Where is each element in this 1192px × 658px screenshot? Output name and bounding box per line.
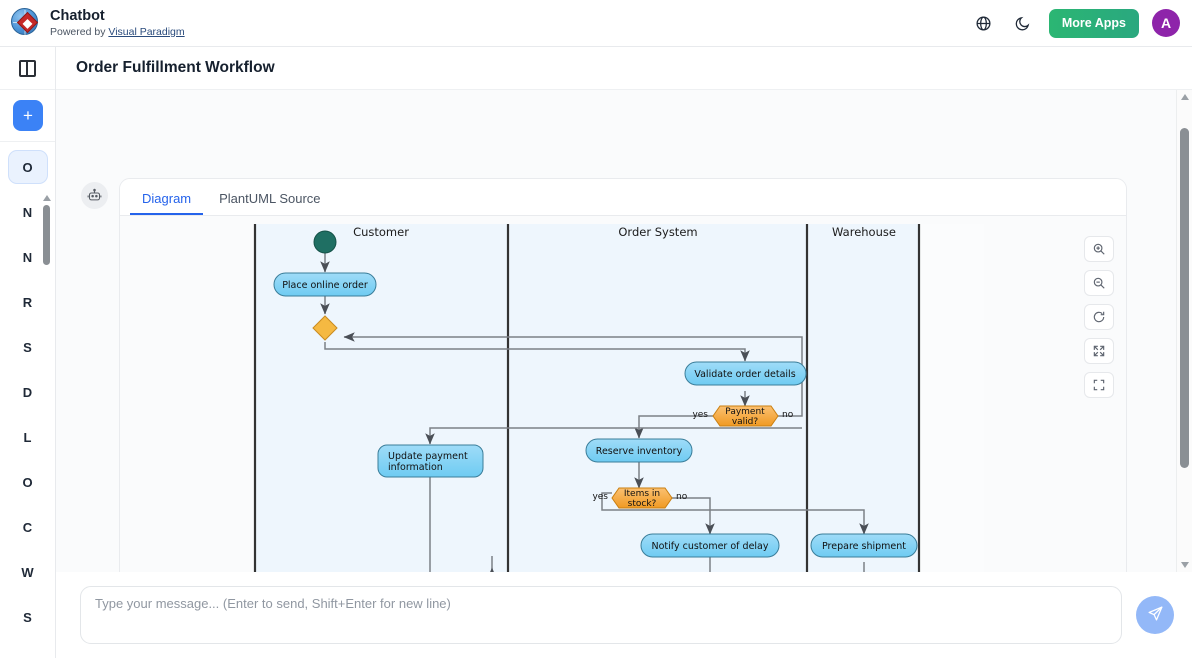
fullscreen-icon[interactable]	[1084, 372, 1114, 398]
app-title: Chatbot	[50, 8, 105, 25]
left-rail: + O N N R S D L O C W S	[0, 47, 56, 658]
main-content: Order Fulfillment Workflow Diagram Plant…	[56, 47, 1192, 658]
send-paper-plane-icon	[1147, 605, 1164, 625]
merge-node	[312, 315, 338, 341]
brand: Chatbot Powered by Visual Paradigm	[0, 8, 185, 38]
edge-label-yes: yes	[692, 410, 708, 420]
diagram-controls	[1084, 236, 1114, 398]
chat-list-item[interactable]: L	[23, 429, 32, 445]
scroll-down-arrow-icon[interactable]	[1177, 558, 1192, 572]
scroll-up-arrow-icon[interactable]	[41, 192, 52, 203]
decision-payment-valid: Payment valid? yes no	[692, 405, 794, 427]
main-scrollbar[interactable]	[1176, 90, 1192, 572]
svg-text:Place online order: Place online order	[282, 280, 368, 291]
lane-label-order-system: Order System	[618, 225, 697, 239]
rail-scroll-thumb[interactable]	[43, 205, 50, 265]
chat-list-item[interactable]: S	[23, 609, 32, 625]
fit-screen-icon[interactable]	[1084, 338, 1114, 364]
scroll-up-arrow-icon[interactable]	[1177, 90, 1192, 104]
node-validate-order-details: Validate order details	[684, 361, 807, 386]
chat-list-item[interactable]: O	[22, 474, 33, 490]
lane-label-warehouse: Warehouse	[832, 225, 896, 239]
new-chat-button[interactable]: +	[13, 100, 43, 131]
top-bar-actions: More Apps A	[971, 8, 1192, 38]
diagram-tabs: Diagram PlantUML Source	[120, 179, 1126, 216]
visual-paradigm-link[interactable]: Visual Paradigm	[108, 25, 185, 38]
send-button[interactable]	[1136, 596, 1174, 634]
edge-label-no: no	[782, 410, 794, 420]
diagram-message-card: Diagram PlantUML Source	[119, 178, 1127, 572]
powered-by-prefix: Powered by	[50, 25, 109, 38]
svg-text:information: information	[388, 462, 443, 473]
node-place-online-order: Place online order	[273, 272, 377, 297]
chat-list-item[interactable]: N	[22, 204, 33, 220]
tab-plantuml-source[interactable]: PlantUML Source	[219, 191, 321, 206]
zoom-out-icon[interactable]	[1084, 270, 1114, 296]
chat-area: Diagram PlantUML Source	[56, 90, 1192, 572]
moon-icon[interactable]	[1010, 10, 1036, 36]
reset-zoom-icon[interactable]	[1084, 304, 1114, 330]
new-chat-container: +	[0, 90, 55, 142]
svg-text:Notify customer of delay: Notify customer of delay	[652, 541, 769, 552]
visual-paradigm-globe-diamond-logo	[11, 8, 41, 38]
composer	[56, 572, 1192, 658]
rail-scrollbar[interactable]	[41, 192, 52, 647]
node-notify-customer-of-delay: Notify customer of delay	[640, 533, 780, 558]
lane-label-customer: Customer	[353, 225, 409, 239]
svg-text:Items in: Items in	[624, 489, 660, 499]
start-node	[313, 230, 337, 254]
decision-items-in-stock: Items in stock? yes no	[592, 487, 688, 509]
edge-label-yes-2: yes	[592, 492, 608, 502]
chat-list-item[interactable]: S	[23, 339, 32, 355]
message-input[interactable]	[80, 586, 1122, 644]
chat-list: O N N R S D L O C W S	[0, 142, 55, 647]
main-scroll-thumb[interactable]	[1180, 128, 1189, 468]
chat-list-item[interactable]: C	[22, 519, 33, 535]
diagram-canvas[interactable]: Customer Order System Warehouse	[120, 216, 1126, 572]
tab-diagram[interactable]: Diagram	[130, 186, 204, 215]
svg-text:stock?: stock?	[628, 499, 657, 509]
panel-toggle-icon[interactable]	[0, 47, 55, 90]
svg-text:valid?: valid?	[732, 417, 759, 427]
more-apps-button[interactable]: More Apps	[1048, 8, 1139, 38]
chat-list-item[interactable]: O	[7, 150, 48, 184]
svg-text:Update payment: Update payment	[388, 451, 468, 462]
top-bar: Chatbot Powered by Visual Paradigm More …	[0, 0, 1192, 47]
svg-text:Prepare shipment: Prepare shipment	[822, 541, 906, 552]
activity-diagram: Customer Order System Warehouse	[253, 224, 984, 572]
svg-text:Payment: Payment	[725, 407, 765, 417]
chat-list-item[interactable]: N	[22, 249, 33, 265]
avatar[interactable]: A	[1152, 9, 1180, 37]
node-update-payment-information: Update payment information	[377, 444, 484, 478]
edge-label-no-2: no	[676, 492, 688, 502]
zoom-in-icon[interactable]	[1084, 236, 1114, 262]
globe-icon[interactable]	[971, 10, 997, 36]
chat-list-item[interactable]: R	[22, 294, 33, 310]
node-prepare-shipment: Prepare shipment	[810, 533, 918, 558]
powered-by: Powered by Visual Paradigm	[50, 26, 185, 38]
chat-list-item[interactable]: D	[22, 384, 33, 400]
svg-text:Validate order details: Validate order details	[694, 369, 795, 380]
node-reserve-inventory: Reserve inventory	[585, 438, 693, 463]
chat-list-item[interactable]: W	[21, 564, 34, 580]
robot-icon	[81, 182, 108, 209]
page-title: Order Fulfillment Workflow	[56, 47, 1192, 90]
svg-text:Reserve inventory: Reserve inventory	[596, 446, 683, 457]
